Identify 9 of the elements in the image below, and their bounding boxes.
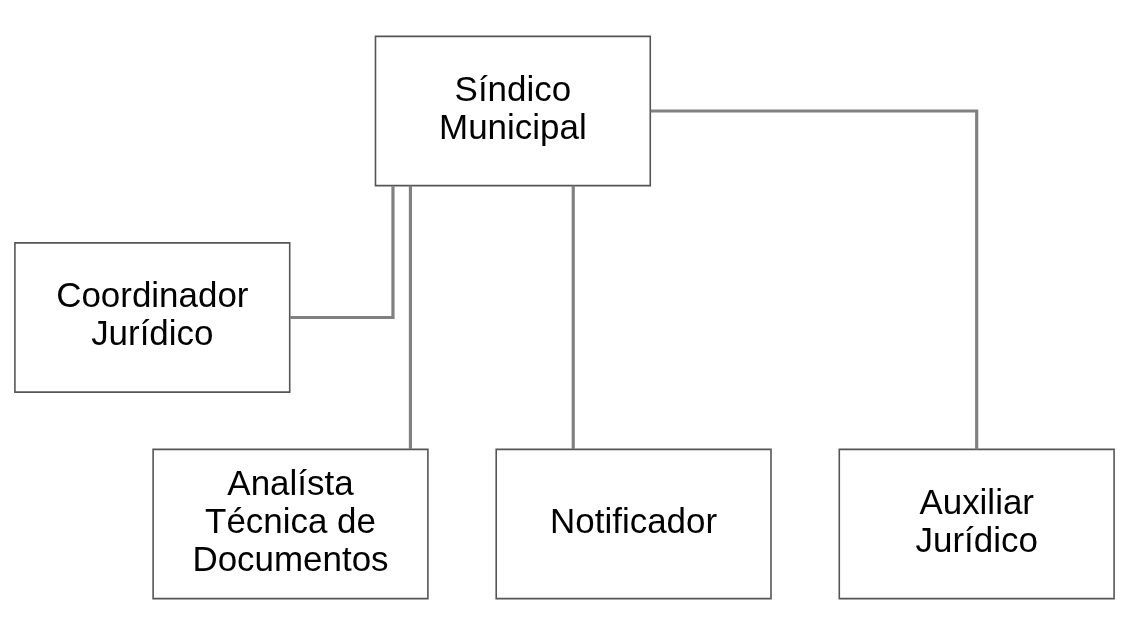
node-box: Síndico Municipal — [374, 35, 652, 186]
connector — [650, 108, 979, 449]
node-box: Analísta Técnica de Documentos — [152, 448, 429, 599]
node-box: Auxiliar Jurídico — [838, 448, 1115, 599]
connector — [290, 185, 395, 319]
connector — [571, 185, 575, 449]
connector — [408, 185, 412, 449]
node-box: Notificador — [495, 448, 772, 599]
node-box: Coordinador Jurídico — [14, 241, 291, 393]
